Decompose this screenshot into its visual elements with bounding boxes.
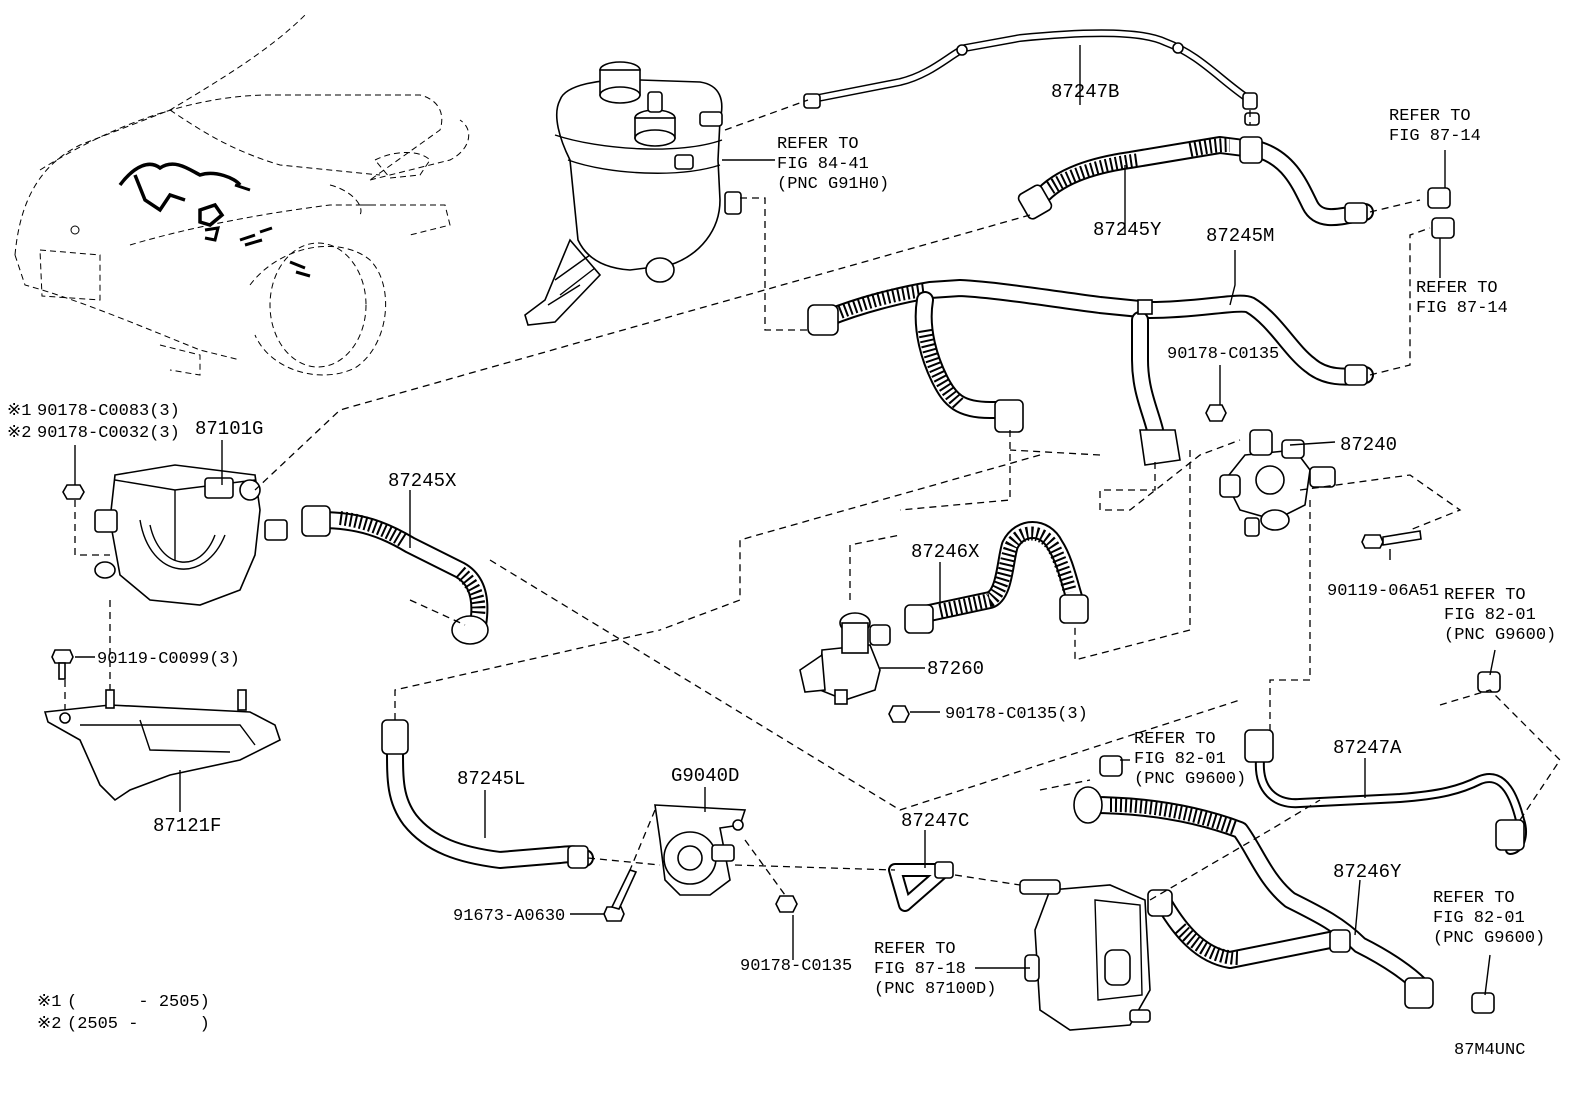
- label-87245X: 87245X: [388, 470, 457, 492]
- svg-text:(PNC G9600): (PNC G9600): [1444, 626, 1556, 645]
- footnote-mark-2: ※2: [37, 1015, 61, 1034]
- label-90119-06A51: 90119-06A51: [1327, 582, 1439, 601]
- footnote-range-2: (2505 - ): [67, 1015, 210, 1034]
- part-87240-valve: [1219, 429, 1336, 537]
- svg-text:REFER TO: REFER TO: [1389, 107, 1471, 126]
- refer-to-callouts: REFER TO FIG 84-41 (PNC G91H0) REFER TO …: [777, 107, 1556, 999]
- part-87247C-hose: [888, 861, 954, 912]
- svg-text:FIG 82-01: FIG 82-01: [1433, 909, 1525, 928]
- svg-text:FIG 84-41: FIG 84-41: [777, 155, 869, 174]
- label-90178-C0032: 90178-C0032(3): [37, 424, 180, 443]
- label-87260: 87260: [927, 658, 984, 680]
- part-labels: 87247B 87245Y 87245M 87101G 87245X 87240…: [153, 81, 1402, 883]
- part-87121F-bracket: [43, 689, 281, 802]
- label-90178-C0083: 90178-C0083(3): [37, 402, 180, 421]
- label-90178-C0135-lower: 90178-C0135: [740, 957, 852, 976]
- part-87247A-hose: [1244, 729, 1527, 855]
- part-G9040D-pump: [654, 804, 747, 896]
- label-G9040D: G9040D: [671, 765, 739, 787]
- svg-text:REFER TO: REFER TO: [1134, 730, 1216, 749]
- note-mark-2: ※2: [7, 424, 31, 443]
- svg-text:FIG 82-01: FIG 82-01: [1134, 750, 1226, 769]
- svg-text:REFER TO: REFER TO: [874, 940, 956, 959]
- svg-text:(PNC G91H0): (PNC G91H0): [777, 175, 889, 194]
- svg-text:FIG 87-18: FIG 87-18: [874, 960, 966, 979]
- svg-text:(PNC G9600): (PNC G9600): [1134, 770, 1246, 789]
- svg-text:REFER TO: REFER TO: [1444, 586, 1526, 605]
- part-87246X-hose: [904, 521, 1089, 634]
- part-87246Y-hose: [1073, 786, 1434, 1009]
- refer-callout-fig-87-14-upper: REFER TO FIG 87-14: [1389, 107, 1481, 146]
- label-87245Y: 87245Y: [1093, 219, 1162, 241]
- svg-text:FIG 87-14: FIG 87-14: [1389, 127, 1481, 146]
- label-91673-A0630: 91673-A0630: [453, 907, 565, 926]
- svg-text:(PNC G9600): (PNC G9600): [1433, 929, 1545, 948]
- label-90178-C0135-3: 90178-C0135(3): [945, 705, 1088, 724]
- svg-text:REFER TO: REFER TO: [1416, 279, 1498, 298]
- part-87245M-hose: [807, 279, 1374, 466]
- footnote-mark-1: ※1: [37, 993, 61, 1012]
- svg-text:FIG 82-01: FIG 82-01: [1444, 606, 1536, 625]
- footnotes: ※1 ( - 2505) ※2 (2505 - ): [37, 993, 210, 1034]
- diagram-code: 87M4UNC: [1454, 1041, 1525, 1060]
- label-87246X: 87246X: [911, 541, 980, 563]
- label-87121F: 87121F: [153, 815, 221, 837]
- fastener-labels: ※1 90178-C0083(3) ※2 90178-C0032(3) 9011…: [7, 345, 1439, 976]
- label-87247A: 87247A: [1333, 737, 1402, 759]
- connector-fittings: [1099, 187, 1501, 1014]
- dashed-connection-lines: [64, 99, 1561, 901]
- label-87246Y: 87246Y: [1333, 861, 1402, 883]
- svg-text:FIG 87-14: FIG 87-14: [1416, 299, 1508, 318]
- label-87101G: 87101G: [195, 418, 263, 440]
- label-90178-C0135-upper: 90178-C0135: [1167, 345, 1279, 364]
- part-87245L-hose: [381, 719, 594, 869]
- part-87101G-heater: [94, 464, 288, 606]
- inverter-unit: [1019, 879, 1151, 1031]
- note-mark-1: ※1: [7, 402, 31, 421]
- refer-callout-fig-87-18: REFER TO FIG 87-18 (PNC 87100D): [874, 940, 996, 999]
- label-87245M: 87245M: [1206, 225, 1274, 247]
- label-87240: 87240: [1340, 434, 1397, 456]
- label-90119-C0099: 90119-C0099(3): [97, 650, 240, 669]
- part-87260-pump: [799, 612, 891, 705]
- part-87245Y-hose: [1017, 136, 1374, 227]
- refer-callout-fig-84-41: REFER TO FIG 84-41 (PNC G91H0): [777, 135, 889, 194]
- footnote-range-1: ( - 2505): [67, 993, 210, 1012]
- label-87245L: 87245L: [457, 768, 525, 790]
- svg-text:(PNC 87100D): (PNC 87100D): [874, 980, 996, 999]
- svg-text:REFER TO: REFER TO: [1433, 889, 1515, 908]
- label-87247B: 87247B: [1051, 81, 1119, 103]
- part-87245X-hose: [301, 505, 489, 645]
- label-87247C: 87247C: [901, 810, 969, 832]
- refer-callout-fig-82-01-lower: REFER TO FIG 82-01 (PNC G9600): [1433, 889, 1545, 948]
- refer-callout-fig-82-01-right: REFER TO FIG 82-01 (PNC G9600): [1444, 586, 1556, 645]
- reservoir-tank: [524, 61, 742, 326]
- refer-callout-fig-82-01-middle: REFER TO FIG 82-01 (PNC G9600): [1134, 730, 1246, 789]
- part-87247B-pipe: [803, 29, 1260, 126]
- refer-callout-fig-87-14-lower: REFER TO FIG 87-14: [1416, 279, 1508, 318]
- vehicle-locator-illustration: [14, 14, 470, 376]
- svg-text:REFER TO: REFER TO: [777, 135, 859, 154]
- leader-lines: [74, 45, 1496, 996]
